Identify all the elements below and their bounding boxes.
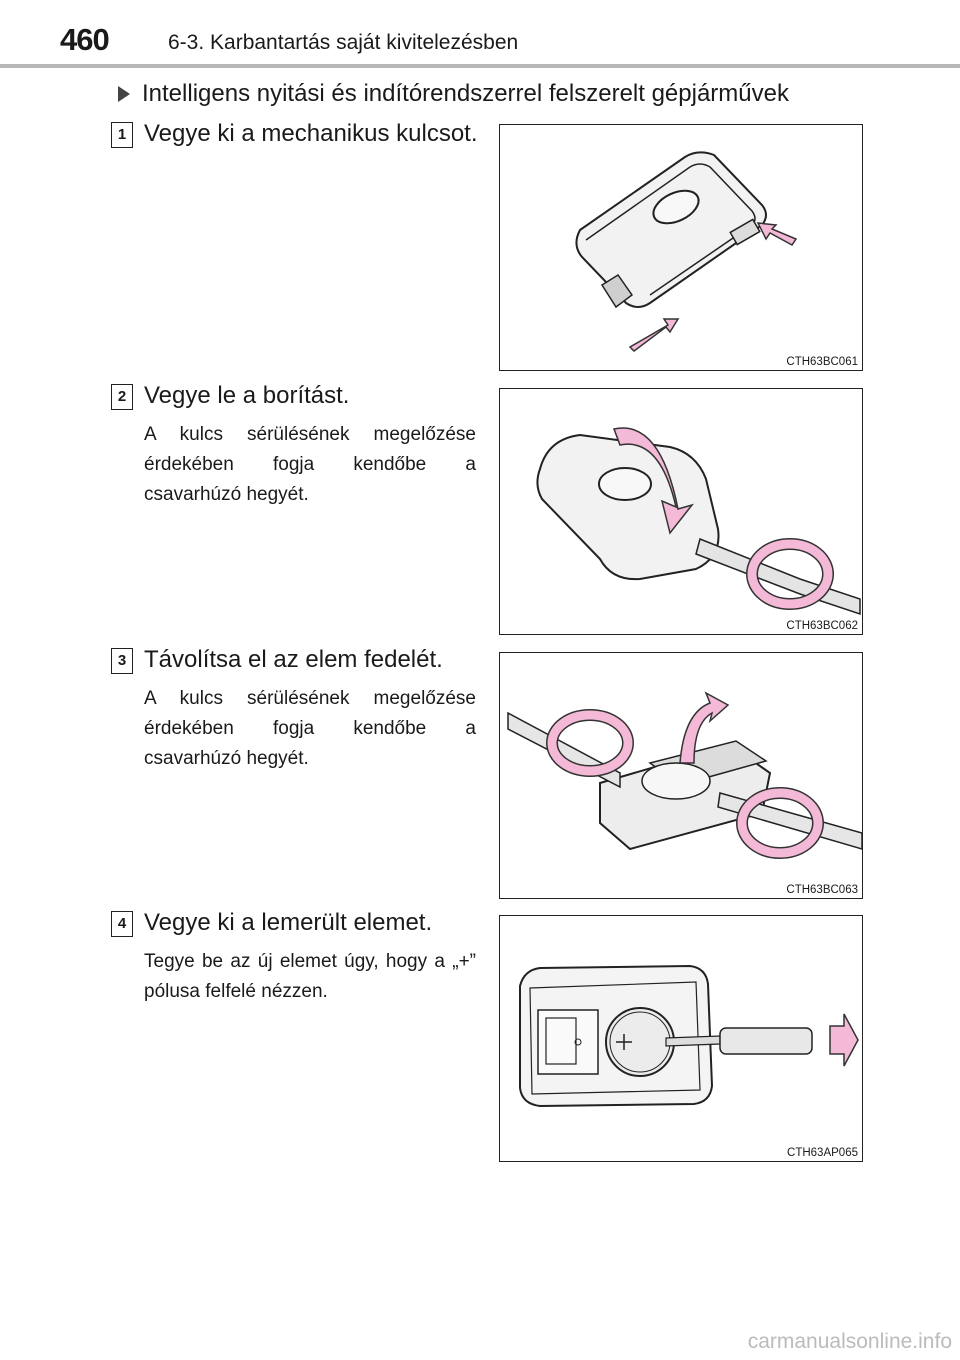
step-number-3: 3 bbox=[111, 648, 133, 674]
key-fob-cover-illustration bbox=[536, 427, 861, 616]
page-header: 460 6-3. Karbantartás saját kivitelezésb… bbox=[0, 0, 960, 70]
figure-code: CTH63BC063 bbox=[786, 884, 858, 896]
step-number-1: 1 bbox=[111, 122, 133, 148]
battery-removal-illustration bbox=[519, 964, 859, 1108]
step-note-4: Tegye be az új elemet úgy, hogy a „+” pó… bbox=[144, 951, 476, 1002]
step-number-2: 2 bbox=[111, 384, 133, 410]
battery-cover-illustration bbox=[507, 691, 862, 859]
step-title-1: Vegye ki a mechanikus kulcsot. bbox=[144, 120, 478, 147]
figure-code: CTH63BC061 bbox=[786, 356, 858, 368]
header-rule bbox=[0, 64, 960, 68]
figure-code: CTH63BC062 bbox=[786, 620, 858, 632]
page-number: 460 bbox=[60, 22, 110, 57]
triangle-bullet-icon bbox=[118, 86, 130, 102]
step-number-4: 4 bbox=[111, 911, 133, 937]
step-note-3: A kulcs sérülésének megelőzése érdekében… bbox=[144, 688, 476, 769]
figure-remove-battery-cover: CTH63BC063 bbox=[499, 652, 863, 899]
section-lead-text: Intelligens nyitási és indítórendszerrel… bbox=[142, 80, 789, 107]
step-title-4: Vegye ki a lemerült elemet. bbox=[144, 909, 433, 936]
step-title-3: Távolítsa el az elem fedelét. bbox=[144, 646, 443, 673]
step-title-2: Vegye le a borítást. bbox=[144, 382, 350, 409]
chapter-title: 6-3. Karbantartás saját kivitelezésben bbox=[168, 31, 519, 54]
figure-remove-mechanical-key: CTH63BC061 bbox=[499, 124, 863, 371]
figure-remove-battery: CTH63AP065 bbox=[499, 915, 863, 1162]
key-fob-illustration bbox=[575, 151, 798, 352]
section-lead: Intelligens nyitási és indítórendszerrel… bbox=[118, 80, 789, 108]
figure-remove-cover: CTH63BC062 bbox=[499, 388, 863, 635]
step-note-2: A kulcs sérülésének megelőzése érdekében… bbox=[144, 424, 476, 505]
footer-watermark: carmanualsonline.info bbox=[747, 1330, 952, 1353]
figure-code: CTH63AP065 bbox=[787, 1147, 858, 1159]
